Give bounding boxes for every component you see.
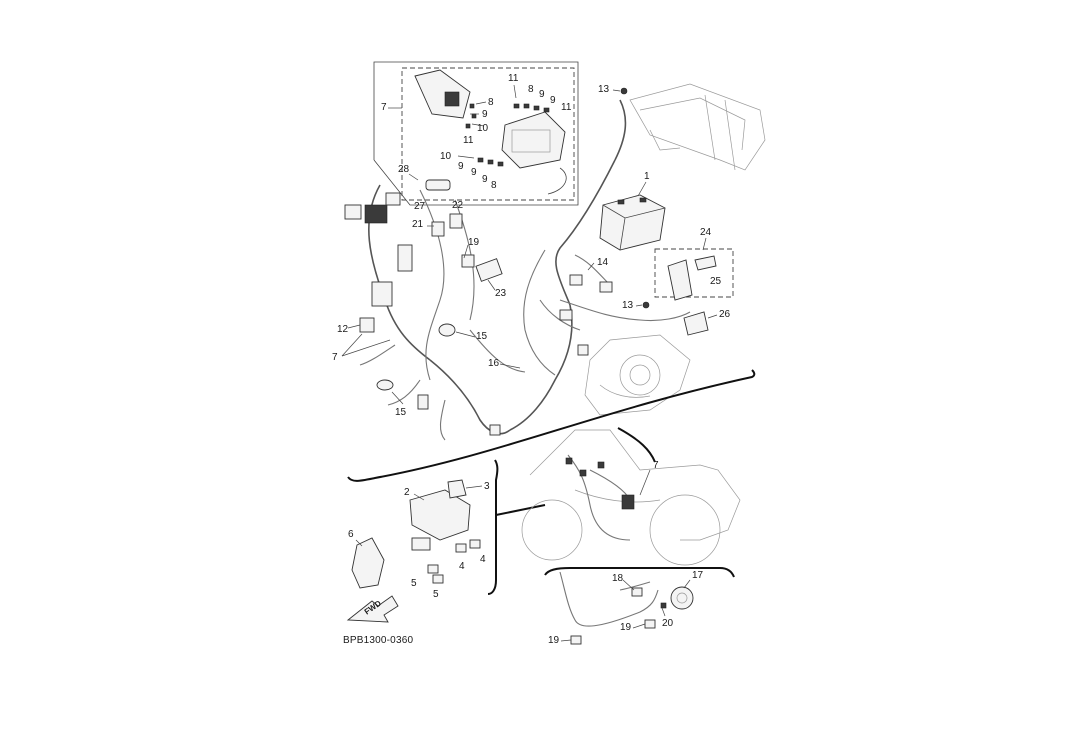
callout-9-top-b: 9 [550, 95, 556, 106]
fwd-arrow-icon [346, 595, 399, 623]
callout-11-mid: 11 [463, 135, 474, 146]
callout-1: 1 [644, 171, 650, 182]
callout-17: 17 [692, 570, 704, 581]
callout-10-low: 10 [440, 151, 452, 162]
callout-18: 18 [612, 573, 624, 584]
callout-12: 12 [337, 324, 349, 335]
callout-8-low: 8 [491, 180, 497, 191]
callout-6: 6 [348, 529, 354, 540]
callout-15-left: 15 [395, 407, 407, 418]
callout-19-mid: 19 [620, 622, 632, 633]
callout-19-low: 19 [548, 635, 560, 646]
callout-26: 26 [719, 309, 731, 320]
callout-11-top: 11 [508, 73, 519, 84]
fuse-box-inset [373, 61, 579, 206]
callout-3: 3 [484, 481, 490, 492]
callout-28: 28 [398, 164, 410, 175]
callout-leaders [341, 84, 718, 642]
callout-2: 2 [404, 487, 410, 498]
callout-13-top: 13 [598, 84, 610, 95]
callout-19-main: 19 [468, 237, 480, 248]
engine-outline [584, 334, 691, 416]
callout-20: 20 [662, 618, 674, 629]
ignition-detail [351, 479, 481, 589]
ecu-inset [654, 248, 734, 336]
drawing-code: BPB1300-0360 [343, 635, 414, 646]
callout-27: 27 [414, 201, 426, 212]
callout-9-low-b: 9 [471, 167, 477, 178]
callout-9-top-a: 9 [539, 89, 545, 100]
callout-4-right: 4 [480, 554, 486, 565]
callout-23: 23 [495, 288, 507, 299]
callout-8-mid: 8 [488, 97, 494, 108]
harness-connectors [344, 87, 650, 436]
callout-10-mid: 10 [477, 123, 489, 134]
callout-9-low-a: 9 [458, 161, 464, 172]
horn-wiring-detail [559, 571, 694, 645]
callout-22: 22 [452, 200, 464, 211]
callout-7-left: 7 [332, 352, 338, 363]
callout-4-left: 4 [459, 561, 465, 572]
callout-8-top: 8 [528, 84, 534, 95]
vehicle-silhouette [521, 429, 741, 566]
callout-13-mid: 13 [622, 300, 634, 311]
callout-9-mid: 9 [482, 109, 488, 120]
callout-5-left: 5 [411, 578, 417, 589]
callout-24: 24 [700, 227, 712, 238]
callout-7-vehicle: 7 [653, 460, 659, 471]
callout-25: 25 [710, 276, 722, 287]
section-dividers [347, 369, 756, 595]
callout-7-fusebox: 7 [381, 102, 387, 113]
callout-14: 14 [597, 257, 609, 268]
callout-9-low-c: 9 [482, 174, 488, 185]
callout-16: 16 [488, 358, 500, 369]
callout-15-right: 15 [476, 331, 488, 342]
callout-11-right: 11 [561, 102, 572, 113]
callout-21: 21 [412, 219, 424, 230]
frame-outline [629, 83, 766, 171]
callout-5-right: 5 [433, 589, 439, 600]
battery [599, 194, 666, 251]
